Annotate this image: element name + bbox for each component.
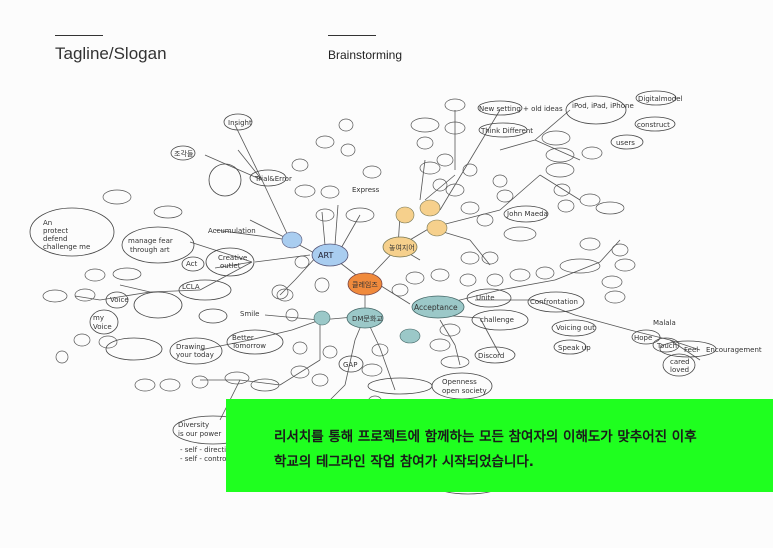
mindmap-links xyxy=(74,109,701,421)
svg-text:loved: loved xyxy=(670,366,689,374)
title-rule-left xyxy=(55,35,103,36)
hub-art xyxy=(311,243,349,267)
hub-acceptance xyxy=(411,295,465,319)
svg-text:defend: defend xyxy=(43,235,67,243)
word-self-direction: - self - direction xyxy=(180,446,235,454)
word-express: Express xyxy=(352,186,380,194)
word-openness: Openness xyxy=(442,378,477,386)
mindmap-labels: Insight 조각들 Trial&Error An protect defen… xyxy=(43,95,762,463)
word-hope: Hope xyxy=(634,334,652,342)
word-lcla: LCLA xyxy=(182,283,200,291)
word-users: users xyxy=(616,139,635,147)
word-cared: cared xyxy=(670,358,690,366)
word-diversity: Diversity xyxy=(178,421,209,429)
word-touch: Touch xyxy=(656,342,677,350)
svg-text:클레임즈: 클레임즈 xyxy=(352,280,378,289)
word-smile: Smile xyxy=(240,310,259,318)
svg-text:open society: open society xyxy=(442,387,487,395)
svg-text:Tomorrow: Tomorrow xyxy=(231,342,266,350)
svg-text:DM문화교: DM문화교 xyxy=(352,315,383,323)
word-art: ART xyxy=(318,251,333,260)
word-feel: Feel xyxy=(684,346,698,354)
svg-text:is our power: is our power xyxy=(178,430,221,438)
word-drawing: Drawing xyxy=(176,343,205,351)
mindmap-scribbles xyxy=(42,98,636,409)
word-gotta: 조각들 xyxy=(174,150,194,158)
word-ipod: iPod, iPad, iPhone xyxy=(572,102,634,110)
word-accumulation: Accumulation xyxy=(208,227,256,235)
word-digital: Digitalmodel xyxy=(638,95,683,103)
word-manage-fear: manage fear xyxy=(128,237,173,245)
word-malala: Malala xyxy=(653,319,676,327)
svg-text:Voice: Voice xyxy=(93,323,112,331)
word-my-voice: my xyxy=(93,314,104,322)
word-unite: Unite xyxy=(476,294,495,302)
svg-text:놓여지어: 놓여지어 xyxy=(389,243,415,252)
word-challenge: challenge xyxy=(480,316,514,324)
hub-dm xyxy=(346,307,384,329)
word-voicing: Voicing out xyxy=(556,324,595,332)
word-creative: Creative xyxy=(218,254,247,262)
word-protect: An xyxy=(43,219,52,227)
section-title-tagline: Tagline/Slogan xyxy=(55,44,167,63)
word-acceptance: Acceptance xyxy=(414,303,458,312)
word-construct: construct xyxy=(637,121,670,129)
word-speak-up: Speak up xyxy=(558,344,591,352)
svg-text:protect: protect xyxy=(43,227,68,235)
title-rule-right xyxy=(328,35,376,36)
svg-text:outlet: outlet xyxy=(220,262,241,270)
word-discord: Discord xyxy=(478,352,504,360)
word-self-control: - self - control xyxy=(180,455,228,463)
word-think-different: Think Different xyxy=(480,127,533,135)
word-better: Better xyxy=(232,334,254,342)
word-john-maeda: John Maeda xyxy=(506,210,548,218)
word-act: Act xyxy=(186,260,198,268)
word-voice: Voice xyxy=(110,296,129,304)
word-confrontation: Confrontation xyxy=(530,298,578,306)
callout-line-2: 학교의 테그라인 작업 참여가 시작되었습니다. xyxy=(274,454,534,470)
svg-text:your today: your today xyxy=(176,351,214,359)
center-node xyxy=(347,272,383,296)
hub-yellow xyxy=(382,236,418,258)
svg-text:challenge me: challenge me xyxy=(43,243,90,251)
highlight-callout: 리서치를 통해 프로젝트에 함께하는 모든 참여자의 이해도가 맞추어진 이후 … xyxy=(226,399,773,492)
mindmap-bubbles xyxy=(29,90,717,495)
word-trial: Trial&Error xyxy=(254,175,292,183)
section-title-brainstorming: Brainstorming xyxy=(328,48,403,62)
callout-line-1: 리서치를 통해 프로젝트에 함께하는 모든 참여자의 이해도가 맞추어진 이후 xyxy=(274,429,697,445)
word-new-setting: New setting + old ideas xyxy=(479,105,563,113)
word-insight: Insight xyxy=(228,119,252,127)
svg-text:through art: through art xyxy=(130,246,170,254)
word-gap: GAP xyxy=(343,361,357,369)
word-encouragement: Encouragement xyxy=(706,346,762,354)
